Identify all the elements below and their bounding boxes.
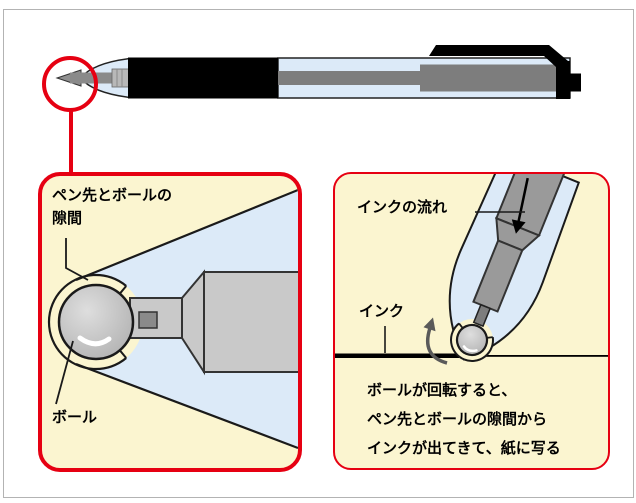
- caption-line-3: インクが出てきて、紙に写る: [367, 440, 561, 457]
- ink-flow-arrow-shaft: [517, 177, 529, 224]
- rotation-arrow-head: [423, 317, 436, 332]
- ink-flow-drawing: [335, 174, 608, 365]
- refill-body: [203, 271, 298, 373]
- gap-label-line1: ペン先とボールの: [52, 187, 173, 204]
- ink-flow-panel: インクの流れ インク ボールが回転すると、 ペン先とボールの隙間から インクが出…: [333, 172, 610, 470]
- caption-line-1: ボールが回転すると、: [367, 382, 517, 399]
- ink-trace-line: [335, 353, 459, 358]
- gap-label-line2: 隙間: [52, 210, 83, 227]
- tip-detail-drawing: [47, 188, 298, 450]
- pen-overview-illustration: [42, 45, 581, 178]
- pen-grip: [128, 57, 278, 99]
- rotation-arrow-arc: [425, 327, 448, 365]
- tilted-pen-tip: [448, 174, 581, 362]
- pen-ball: [57, 283, 135, 361]
- ink-label: インク: [359, 303, 405, 320]
- ink-flow-label: インクの流れ: [357, 199, 448, 216]
- pen-refill-thick: [420, 64, 557, 92]
- explanation-caption: ボールが回転すると、 ペン先とボールの隙間から インクが出てきて、紙に写る: [367, 376, 561, 463]
- ink-flow-arrow-head: [511, 219, 526, 234]
- ball-highlight-small: [462, 345, 478, 353]
- caption-line-2: ペン先とボールの隙間から: [367, 411, 548, 428]
- ink-channel: [138, 311, 158, 329]
- pen-push-button: [570, 73, 581, 92]
- ball-pointer-line: [55, 340, 74, 405]
- cone-edge-bottom: [75, 362, 298, 450]
- pen-refill-fitting: [111, 68, 130, 88]
- socket-tick-bottom: [119, 349, 127, 359]
- ball-label: ボール: [52, 409, 98, 426]
- pen-refill-thin: [278, 71, 420, 85]
- gap-label: ペン先とボールの 隙間: [52, 184, 172, 230]
- cone-edge-top: [75, 188, 298, 282]
- ball-highlight: [77, 335, 112, 347]
- socket-tick-top: [119, 285, 127, 295]
- pen-refill-front: [70, 72, 115, 84]
- socket-arc-small: [450, 322, 494, 362]
- tip-detail-panel: ペン先とボールの 隙間 ボール: [38, 172, 302, 472]
- pen-clip: [429, 45, 568, 99]
- ink-channel-small: [472, 303, 492, 328]
- paper-line: [455, 355, 608, 357]
- gap-pointer-line: [65, 238, 89, 281]
- tip-socket-arc: [47, 273, 127, 371]
